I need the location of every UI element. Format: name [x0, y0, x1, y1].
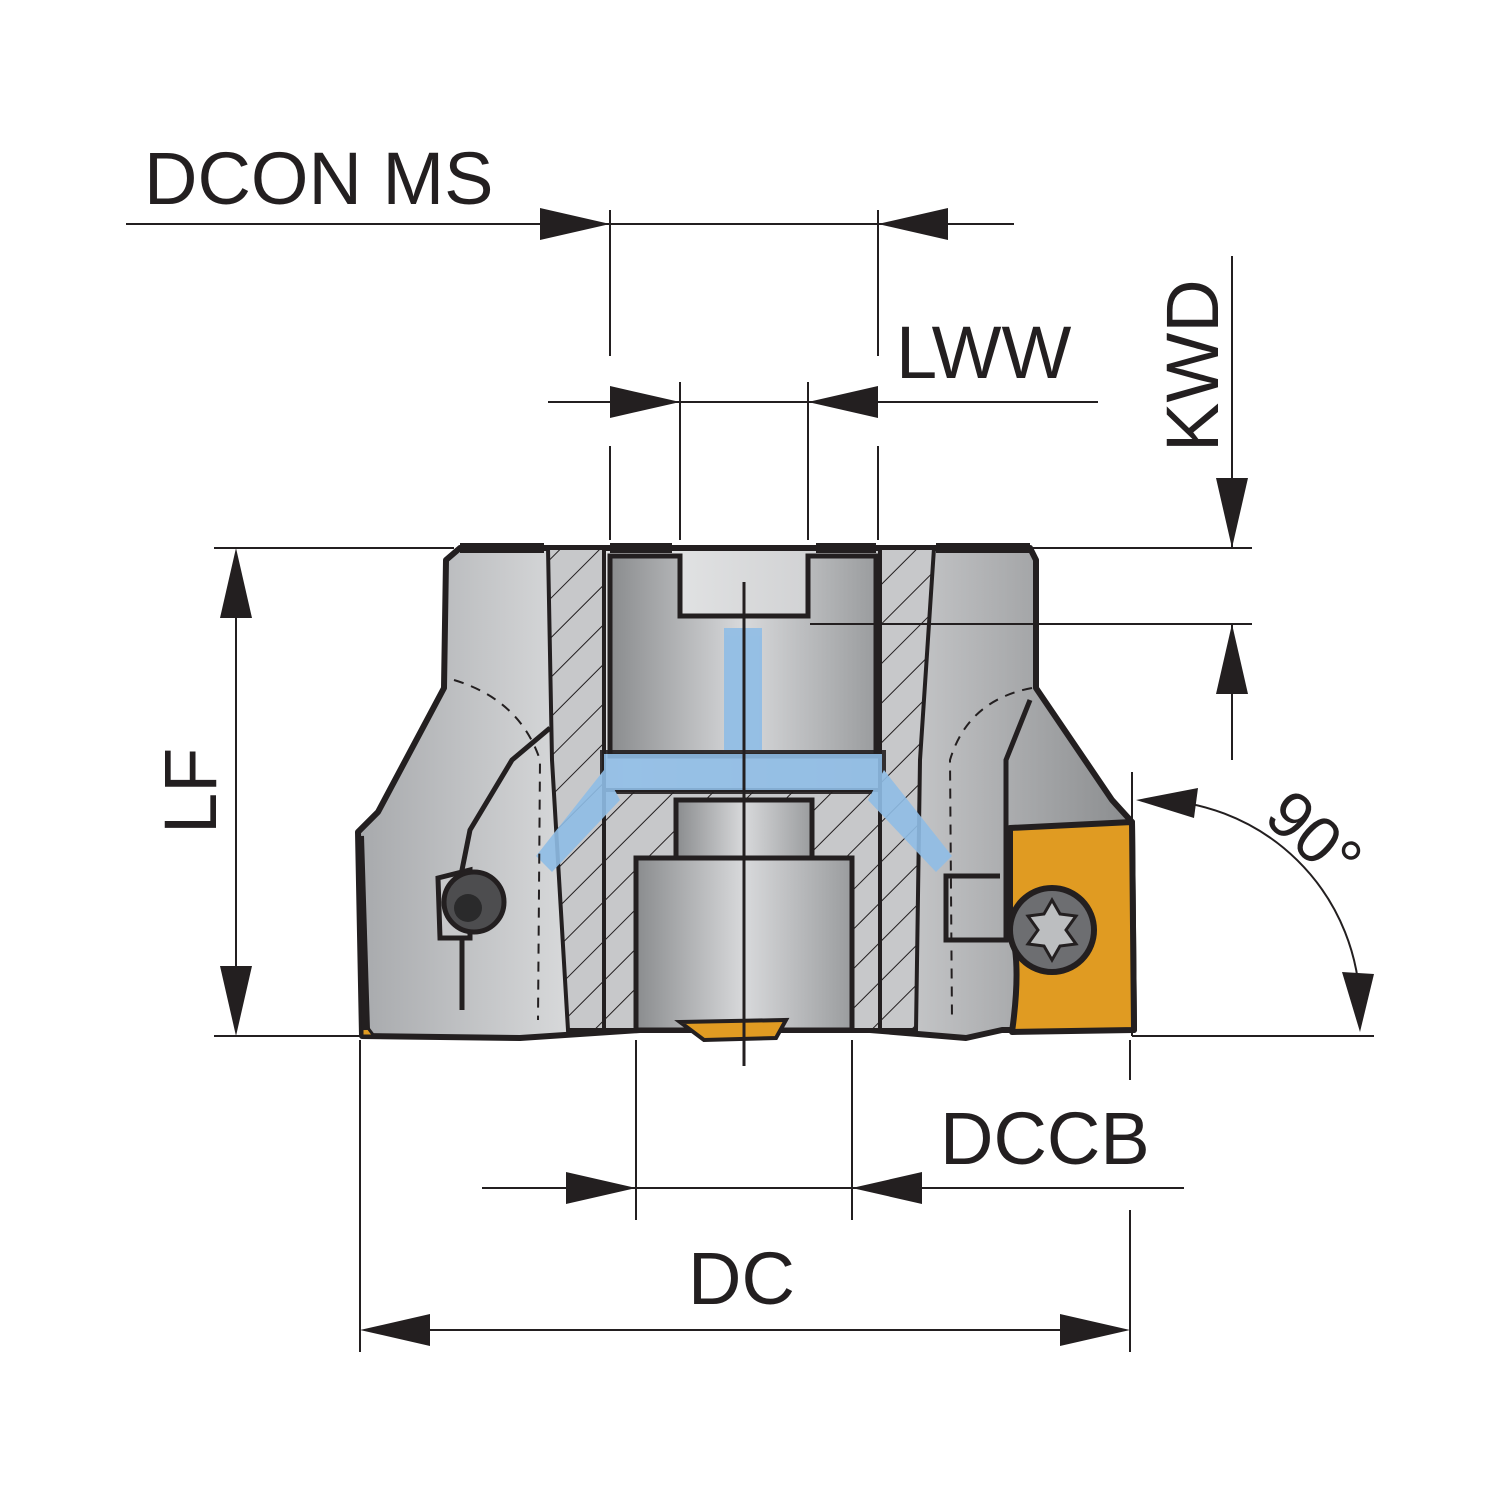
section-hatch-left	[545, 546, 606, 1032]
bottom-insert	[674, 1017, 790, 1043]
dimension-arrowheads	[220, 208, 1374, 1346]
label-dcon-ms: DCON MS	[144, 137, 493, 220]
right-insert	[1007, 819, 1137, 1035]
insert-pocket-right	[943, 699, 1033, 943]
label-lf: LF	[149, 748, 232, 834]
label-dc: DC	[688, 1237, 795, 1320]
label-lww: LWW	[896, 311, 1072, 394]
label-kwd: KWD	[1151, 279, 1234, 452]
label-dccb: DCCB	[940, 1097, 1150, 1180]
label-angle: 90°	[1253, 775, 1377, 897]
cutter-body	[355, 543, 1137, 1066]
left-clamp-screw	[435, 866, 507, 941]
